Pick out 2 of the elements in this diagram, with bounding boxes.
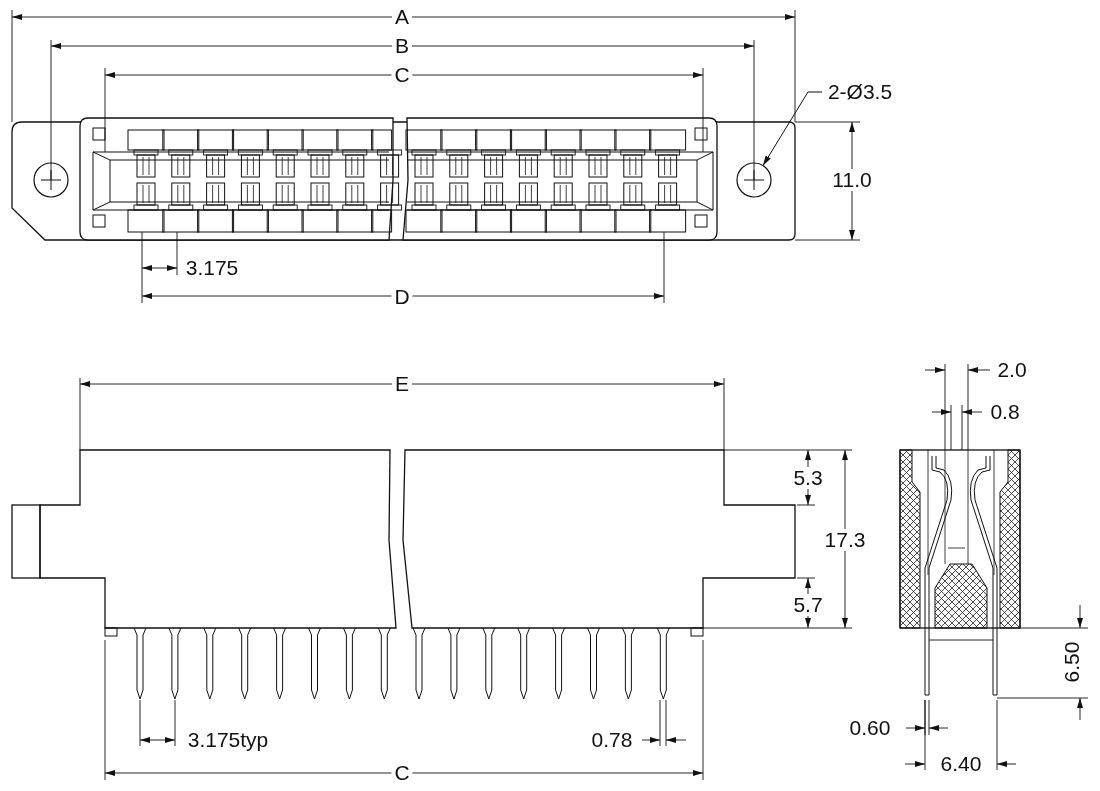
leader-line <box>762 91 823 166</box>
mounting-hole <box>736 162 772 198</box>
